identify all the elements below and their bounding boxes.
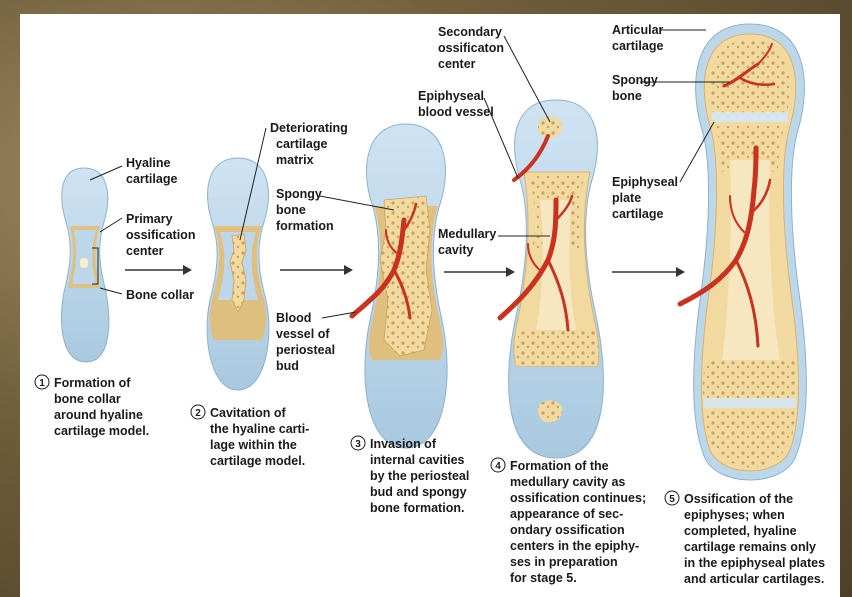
- svg-text:3: 3: [355, 439, 361, 450]
- label-hyaline-cartilage: Hyaline cartilage: [126, 156, 177, 186]
- svg-text:4: 4: [495, 461, 501, 472]
- label-primary-ossification-center: Primary ossification center: [126, 212, 199, 258]
- label-medullary-cavity: Medullary cavity: [438, 227, 500, 257]
- svg-text:Invasion of internal cav: Invasion of internal cavities by the per…: [370, 437, 473, 515]
- stage-2-bone: [207, 158, 269, 390]
- svg-text:2: 2: [195, 408, 201, 419]
- arrow-stage-4-5: [612, 267, 685, 277]
- label-spongy-bone: Spongy bone: [612, 73, 661, 103]
- label-deteriorating-matrix: Deteriorating cartilage matrix: [270, 121, 351, 167]
- label-epiphyseal-plate-cartilage: Epiphyseal plate cartilage: [612, 175, 681, 221]
- label-blood-vessel-periosteal-bud: Blood vessel of periosteal bud: [276, 311, 339, 373]
- svg-text:Formation of the medulla: Formation of the medullary cavity as oss…: [510, 459, 650, 585]
- label-bone-collar: Bone collar: [126, 288, 194, 302]
- svg-text:Formation of bone collar: Formation of bone collar around hyaline …: [54, 376, 149, 438]
- svg-text:Cavitation of the hyalin: Cavitation of the hyaline carti- lage wi…: [210, 406, 313, 468]
- arrow-stage-1-2: [125, 265, 192, 275]
- label-epiphyseal-blood-vessel: Epiphyseal blood vessel: [418, 89, 494, 119]
- label-spongy-bone-formation: Spongy bone formation: [276, 187, 334, 233]
- label-articular-cartilage: Articular cartilage: [612, 23, 667, 53]
- stage-1-bone: [62, 168, 109, 362]
- stage-4-bone: [500, 100, 603, 458]
- svg-text:1: 1: [39, 378, 45, 389]
- stage-5-bone: [680, 24, 806, 480]
- caption-stage-3: 3 Invasion of internal cavities by the p…: [351, 436, 473, 515]
- stage-3-bone: [352, 124, 447, 448]
- svg-text:5: 5: [669, 494, 675, 505]
- caption-stage-4: 4 Formation of the medullary cavity as o…: [491, 458, 650, 585]
- caption-stage-1: 1 Formation of bone collar around hyalin…: [35, 375, 149, 438]
- arrow-stage-2-3: [280, 265, 353, 275]
- label-secondary-ossification-center: Secondary ossificaton center: [438, 25, 507, 71]
- arrow-stage-3-4: [444, 267, 515, 277]
- svg-text:Ossification of the epip: Ossification of the epiphyses; when comp…: [684, 492, 829, 586]
- caption-stage-5: 5 Ossification of the epiphyses; when co…: [665, 491, 829, 586]
- caption-stage-2: 2 Cavitation of the hyaline carti- lage …: [191, 405, 313, 468]
